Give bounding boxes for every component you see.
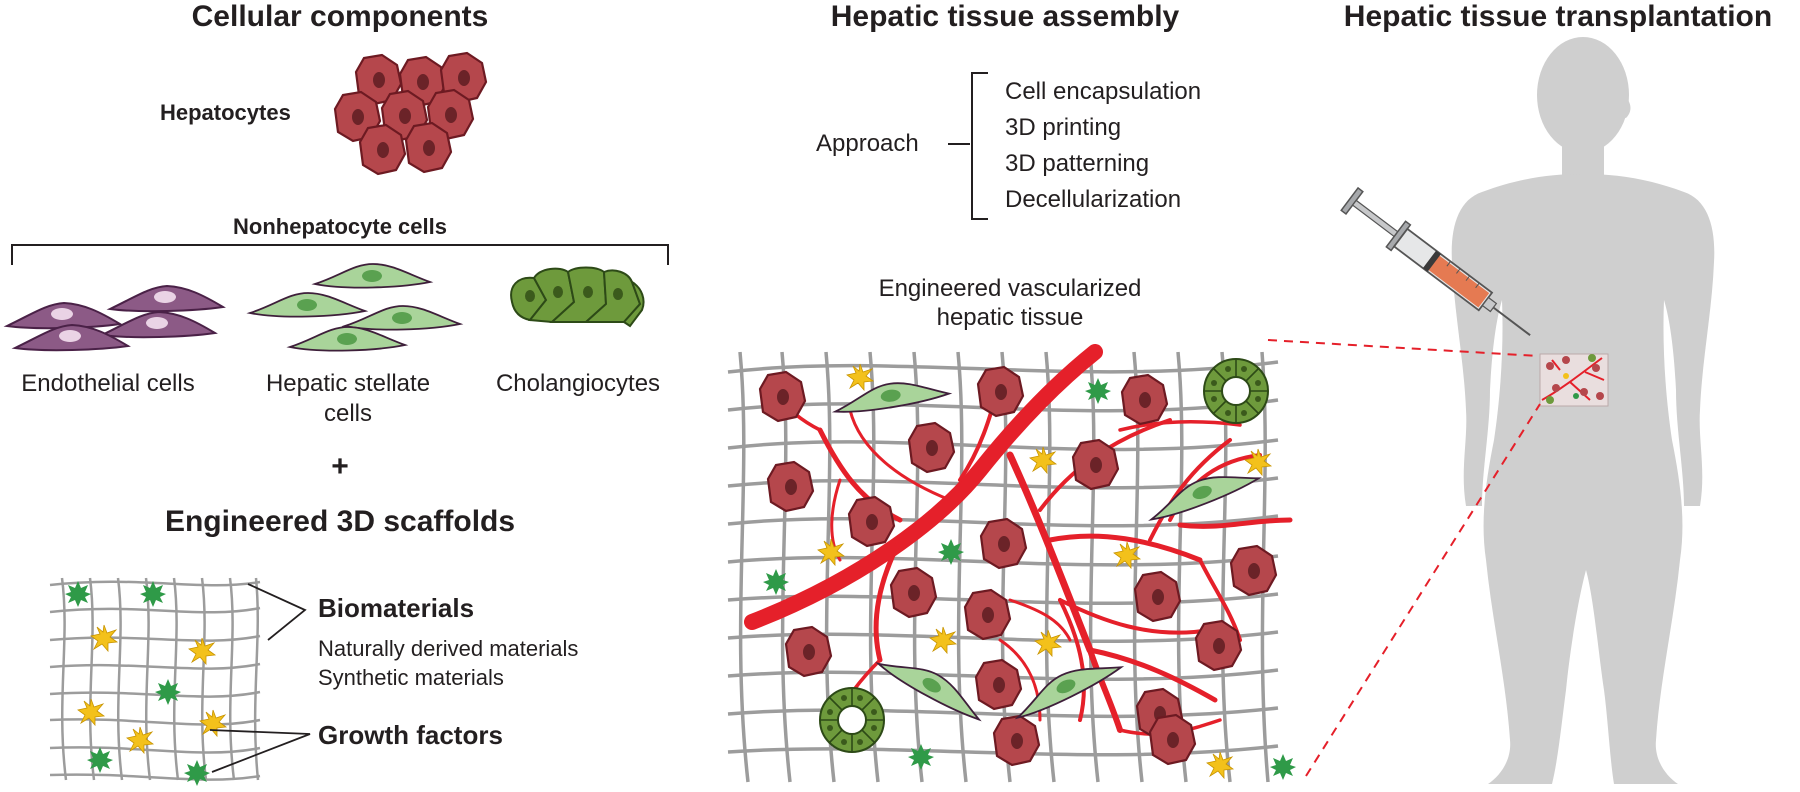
stellate-cells-label-line1: Hepatic stellate	[265, 370, 431, 397]
hepatocyte-cluster-icon	[333, 51, 488, 176]
implanted-tissue-patch	[1539, 353, 1609, 407]
nonhepatocyte-cells-label: Nonhepatocyte cells	[233, 214, 447, 239]
tissue-bile-duct-icon	[1203, 358, 1269, 424]
engineered-tissue-label-line2: hepatic tissue	[936, 304, 1084, 331]
section-title-hepatic-tissue-transplantation: Hepatic tissue transplantation	[1343, 0, 1773, 33]
cholangiocytes-label: Cholangiocytes	[495, 370, 661, 397]
engineered-tissue	[727, 344, 1296, 783]
endothelial-cells-icon	[6, 285, 224, 352]
scaffold-mesh	[49, 577, 261, 781]
section-title-cellular-components: Cellular components	[191, 0, 489, 33]
approach-item: 3D printing	[1005, 114, 1122, 141]
approach-item: 3D patterning	[1005, 150, 1150, 177]
cholangiocytes-icon	[510, 266, 645, 328]
engineered-scaffolds-title: Engineered 3D scaffolds	[164, 505, 516, 538]
approach-label: Approach	[816, 130, 919, 157]
approach-item: Decellularization	[1005, 186, 1182, 213]
section-title-hepatic-tissue-assembly: Hepatic tissue assembly	[830, 0, 1180, 33]
biomaterials-label: Biomaterials	[318, 593, 475, 623]
growth-factors-label: Growth factors	[318, 720, 503, 750]
engineered-tissue-label-line1: Engineered vascularized	[878, 275, 1142, 302]
tissue-bile-duct-icon	[819, 687, 885, 753]
plus-sign: +	[331, 450, 349, 483]
natural-materials-label: Naturally derived materials	[318, 636, 579, 661]
syringe-icon	[1340, 186, 1531, 336]
synthetic-materials-label: Synthetic materials	[318, 665, 504, 690]
approach-item: Cell encapsulation	[1005, 78, 1202, 105]
human-body-silhouette	[1451, 37, 1715, 784]
blood-vessels	[744, 344, 1293, 736]
zoom-lines	[1267, 339, 1541, 777]
stellate-cells-label-line2: cells	[323, 400, 372, 427]
label-pointers	[209, 583, 311, 773]
stellate-cells-icon	[249, 263, 461, 352]
approach-bracket	[948, 72, 988, 220]
endothelial-cells-label: Endothelial cells	[21, 370, 195, 397]
hepatocytes-label: Hepatocytes	[160, 100, 291, 125]
nonhepatocyte-bracket	[11, 244, 669, 265]
